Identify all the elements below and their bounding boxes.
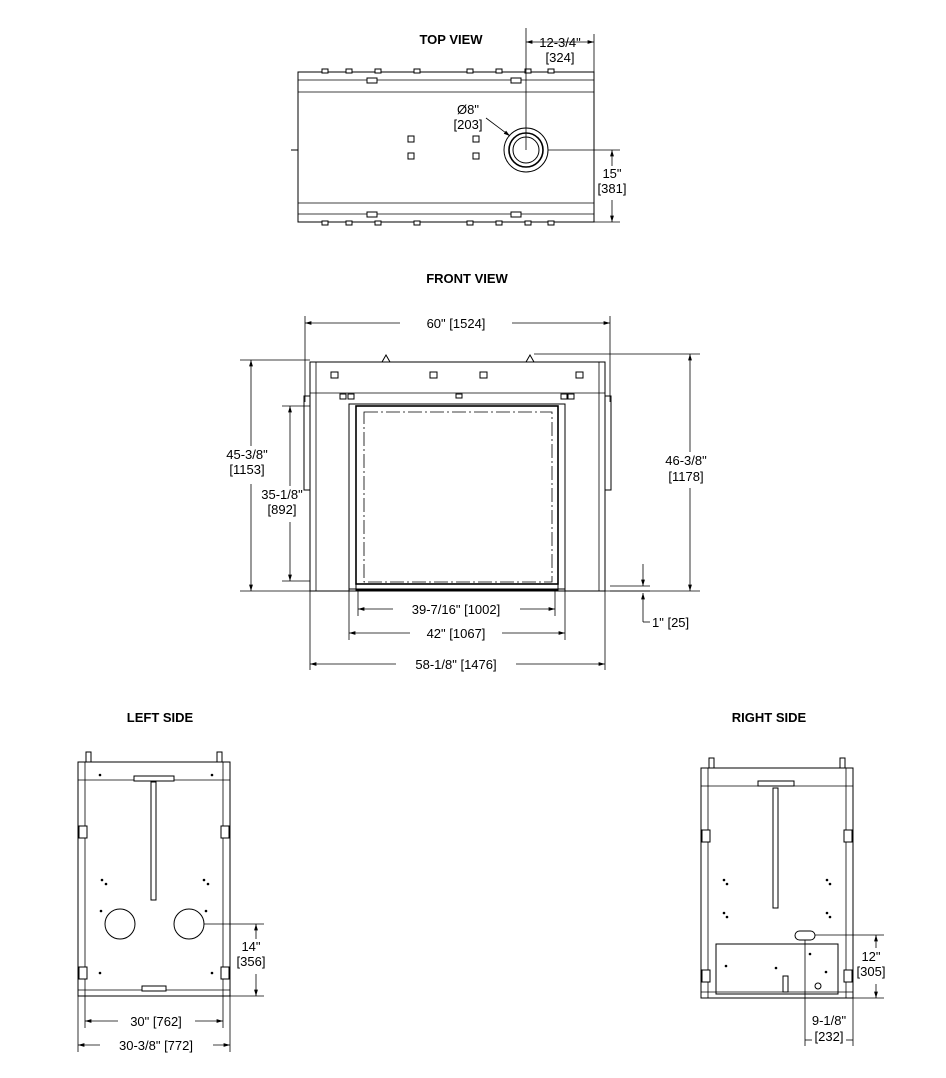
dim-opening-width-label: 42" [1067] bbox=[427, 626, 486, 641]
left-side-body bbox=[77, 751, 231, 997]
dim-height-left-label: 45-3/8" bbox=[226, 447, 268, 462]
top-view-title: TOP VIEW bbox=[419, 32, 483, 47]
dim-right-hole-height-mm-label: [305] bbox=[857, 964, 886, 979]
right-side-view: RIGHT SIDE bbox=[700, 710, 886, 1046]
dim-right-hole-offset-label: 9-1/8" bbox=[812, 1013, 847, 1028]
dim-left-hole-height-label: 14" bbox=[241, 939, 260, 954]
right-side-title: RIGHT SIDE bbox=[732, 710, 807, 725]
dim-glass-width-label: 39-7/16" [1002] bbox=[412, 602, 500, 617]
dim-height-left-mm-label: [1153] bbox=[229, 462, 264, 477]
top-view-body bbox=[291, 68, 595, 226]
dim-right-hole-offset-mm-label: [232] bbox=[815, 1029, 844, 1044]
right-side-body bbox=[700, 757, 854, 999]
left-gas-hole-1 bbox=[104, 908, 136, 940]
left-side-title: LEFT SIDE bbox=[127, 710, 194, 725]
top-view: TOP VIEW bbox=[291, 28, 627, 226]
dim-flue-offset-mm-label: [324] bbox=[546, 50, 575, 65]
dim-base-width-label: 58-1/8" [1476] bbox=[415, 657, 496, 672]
dim-flue-diameter-mm-label: [203] bbox=[454, 117, 483, 132]
dim-opening-height-label: 35-1/8" bbox=[261, 487, 303, 502]
dim-flue-diameter: Ø8" [203] bbox=[454, 102, 511, 137]
dim-left-depth-label: 30" [762] bbox=[130, 1014, 182, 1029]
dim-left-hole-height-mm-label: [356] bbox=[237, 954, 266, 969]
dim-base-offset-label: 1" [25] bbox=[652, 615, 689, 630]
dim-opening-height-mm-label: [892] bbox=[268, 502, 297, 517]
dim-flue-depth-label: 15" bbox=[602, 166, 621, 181]
front-view-body bbox=[303, 353, 612, 592]
dim-height-left: 45-3/8" [1153] bbox=[226, 359, 310, 592]
dim-height-right: 46-3/8" [1178] bbox=[534, 353, 707, 592]
dim-opening-height: 35-1/8" [892] bbox=[261, 405, 310, 582]
left-side-view: LEFT SIDE bbox=[77, 710, 266, 1053]
dim-flue-depth-mm-label: [381] bbox=[598, 181, 627, 196]
dim-opening-width: 42" [1067] bbox=[348, 591, 566, 641]
dim-left-overall-depth-label: 30-3/8" [772] bbox=[119, 1038, 193, 1053]
dim-flue-depth: 15" [381] bbox=[548, 149, 627, 223]
dim-overall-width: 60" [1524] bbox=[304, 316, 611, 402]
dim-left-hole-height: 14" [356] bbox=[204, 923, 266, 997]
dim-right-hole-offset: 9-1/8" [232] bbox=[804, 940, 854, 1046]
left-gas-hole-2 bbox=[173, 908, 205, 940]
dim-right-hole-height: 12" [305] bbox=[815, 934, 886, 999]
dim-flue-diameter-label: Ø8" bbox=[457, 102, 479, 117]
dim-left-overall-depth: 30-3/8" [772] bbox=[78, 1038, 230, 1053]
dim-flue-offset-label: 12-3/4" bbox=[539, 35, 581, 50]
right-gas-access-hole bbox=[794, 930, 816, 941]
front-view: FRONT VIEW 60" [1524] bbox=[226, 271, 707, 672]
dim-base-offset: 1" [25] bbox=[610, 564, 689, 630]
front-view-title: FRONT VIEW bbox=[426, 271, 508, 286]
dim-base-width: 58-1/8" [1476] bbox=[309, 591, 606, 672]
dim-overall-width-label: 60" [1524] bbox=[427, 316, 486, 331]
dim-height-right-label: 46-3/8" bbox=[665, 453, 707, 468]
dim-height-right-mm-label: [1178] bbox=[668, 469, 703, 484]
dim-right-hole-height-label: 12" bbox=[861, 949, 880, 964]
dim-glass-width: 39-7/16" [1002] bbox=[357, 591, 556, 617]
dim-left-depth: 30" [762] bbox=[77, 996, 231, 1052]
dim-flue-offset: 12-3/4" [324] bbox=[525, 28, 595, 150]
